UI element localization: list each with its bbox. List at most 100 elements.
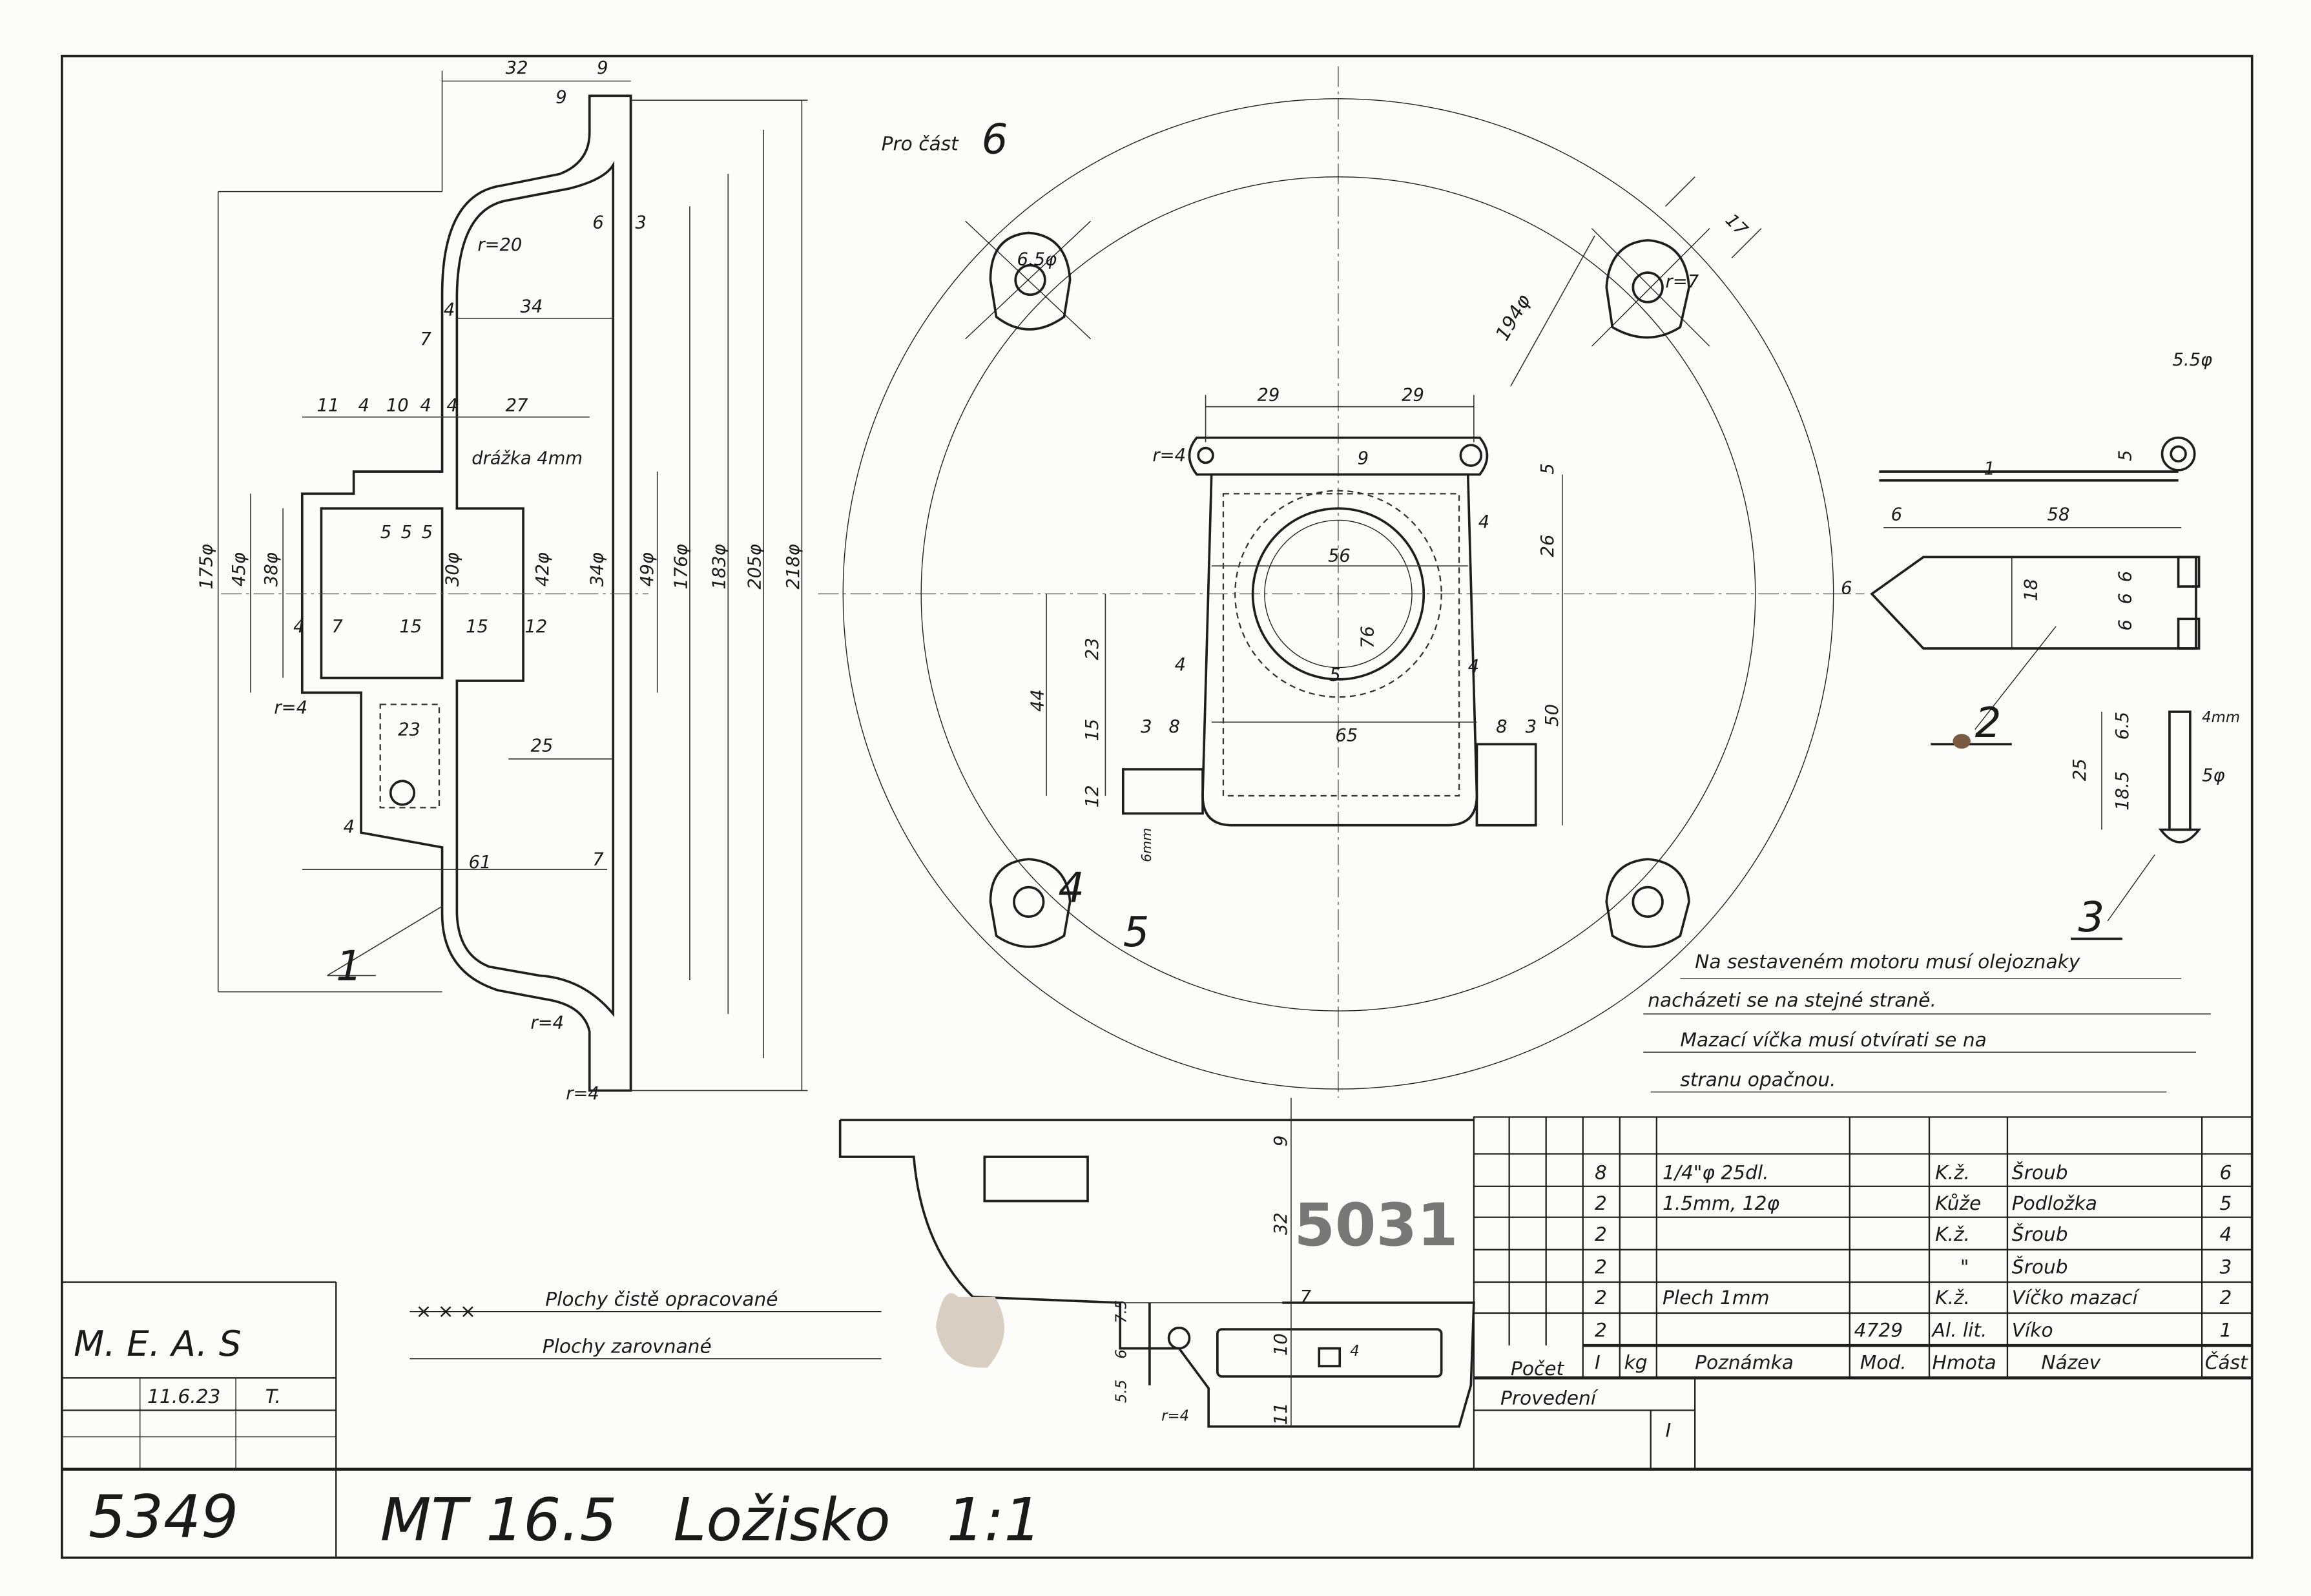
drafter-initials: T. [265, 1385, 281, 1407]
bottom-view [838, 1097, 1475, 1428]
bearing-housing [1046, 235, 1595, 827]
table-row: 2 Plech 1mm K.ž. Víčko mazací 2 [1595, 1286, 2232, 1309]
mounting-lug [1605, 858, 1690, 948]
table-row: 8 1/4"φ 25dl. K.ž. Šroub 6 [1595, 1160, 2232, 1183]
dim-label: 30φ [443, 552, 463, 586]
dim-label: 4 [1468, 656, 1479, 676]
header-count: I [1595, 1351, 1601, 1374]
dim-label: 45φ [229, 552, 249, 586]
dim-label: 11 [1271, 1402, 1291, 1425]
cell-material: K.ž. [1935, 1161, 1970, 1183]
part-label-4: 4 [1058, 864, 1084, 912]
mounting-lug [1591, 176, 1762, 347]
dim-label: 4 [358, 396, 369, 416]
dim-label: 176φ [671, 544, 691, 589]
dim-label: 42φ [533, 552, 553, 586]
cell-material: K.ž. [1935, 1286, 1970, 1309]
dim-label: 4mm [2202, 709, 2240, 726]
dim-label: 15 [1083, 719, 1103, 741]
dim-label: drážka 4mm [472, 449, 583, 469]
dim-label: 5 [1538, 463, 1558, 474]
dim-label: r=20 [477, 235, 522, 255]
header-material: Hmota [1933, 1351, 1996, 1374]
part-label-2: 2 [1975, 700, 2002, 747]
part-3-screw [2071, 710, 2202, 940]
dim-label: 5.5φ [2173, 350, 2213, 370]
header-part: Část [2205, 1351, 2248, 1374]
dim-label: 9 [1271, 1135, 1291, 1146]
cell-count: 2 [1595, 1223, 1607, 1245]
cell-part: 3 [2220, 1255, 2232, 1278]
dim-label: 3 [1526, 717, 1537, 737]
drawing-title: MT 16.5 Ložisko 1:1 [380, 1485, 1042, 1554]
dim-label: 4 [420, 396, 431, 416]
company-name: M. E. A. S [74, 1323, 241, 1364]
drawing-date: 11.6.23 [147, 1385, 220, 1407]
assembly-notes: Na sestaveném motoru musí olejoznaky nac… [1643, 950, 2211, 1093]
dim-label: 5φ [2202, 765, 2224, 785]
dim-label: r=4 [530, 1013, 564, 1033]
dim-label: 18.5 [2113, 771, 2133, 811]
dim-label: 12 [1083, 785, 1103, 807]
dim-label: 23 [398, 720, 420, 740]
dim-label: 5 [2116, 450, 2136, 461]
dim-label: 4 [344, 817, 355, 837]
cell-name: Víko [2012, 1318, 2053, 1341]
dim-label: 12 [524, 617, 547, 637]
title-block: M. E. A. S 11.6.23 T. 5349 MT 16.5 Ložis… [61, 1281, 2252, 1558]
cell-note: 1/4"φ 25dl. [1663, 1161, 1769, 1183]
cell-name: Víčko mazací [2012, 1286, 2140, 1309]
dim-label: 4 [446, 396, 457, 416]
cell-note: Plech 1mm [1663, 1286, 1770, 1309]
part-label-5: 5 [1123, 909, 1150, 957]
dim-label: 10 [386, 396, 409, 416]
dim-label: 183φ [710, 544, 730, 589]
cell-material: Al. lit. [1931, 1318, 1987, 1341]
table-row: 2 K.ž. Šroub 4 [1595, 1222, 2232, 1245]
dim-label: 4 [1350, 1343, 1360, 1360]
dim-label: 3 [635, 213, 646, 233]
cell-part: 4 [2220, 1223, 2232, 1245]
dim-label: 4 [444, 300, 455, 320]
parts-table: 8 1/4"φ 25dl. K.ž. Šroub 6 2 1.5mm, 12φ … [1473, 1116, 2253, 1470]
dim-label: 6 [1113, 1349, 1130, 1359]
dim-label: 6 [2116, 593, 2136, 604]
dim-label: 7 [592, 849, 604, 869]
note-line: Mazací víčka musí otvírati se na [1680, 1028, 1986, 1051]
note-line: nacházeti se na stejné straně. [1648, 988, 1936, 1011]
dim-label: 32 [506, 58, 528, 78]
dim-label: 38φ [262, 552, 282, 586]
note-line: stranu opačnou. [1680, 1068, 1836, 1091]
legend-machined: Plochy čistě opracované [545, 1288, 778, 1311]
cell-count: 8 [1595, 1161, 1607, 1183]
dim-label: 27 [506, 396, 528, 416]
cell-model: 4729 [1854, 1318, 1903, 1341]
dim-label: 6 [1891, 504, 1902, 524]
dim-label: 6.5φ [1017, 250, 1057, 270]
cell-name: Šroub [2012, 1254, 2068, 1278]
dim-label: 29 [1257, 386, 1280, 406]
dim-label: 50 [1542, 704, 1562, 727]
dim-label: 4 [1175, 655, 1186, 675]
dim-label: r=4 [274, 698, 307, 718]
dim-label: 58 [2047, 504, 2070, 524]
dim-label: 4 [293, 617, 304, 637]
dim-label: 32 [1271, 1212, 1291, 1235]
dim-label: 6 [2116, 619, 2136, 630]
dim-label: 17 [1721, 210, 1752, 240]
header-pocet: Počet [1511, 1357, 1565, 1380]
dim-label: 5 [1329, 665, 1340, 685]
dim-label: 1 [1984, 459, 1995, 479]
mounting-lug [989, 858, 1072, 948]
dim-label: 8 [1169, 717, 1180, 737]
dim-label: 205φ [745, 544, 765, 589]
dim-label: 7 [1300, 1287, 1312, 1307]
dim-label: 4 [1478, 512, 1489, 532]
cell-material: " [1960, 1255, 1969, 1278]
cell-name: Podložka [2012, 1192, 2097, 1214]
dim-label: 65 [1335, 726, 1358, 746]
cell-count: 2 [1595, 1192, 1607, 1214]
dim-label: 7.5 [1113, 1300, 1130, 1323]
dim-label: 7 [420, 329, 431, 349]
